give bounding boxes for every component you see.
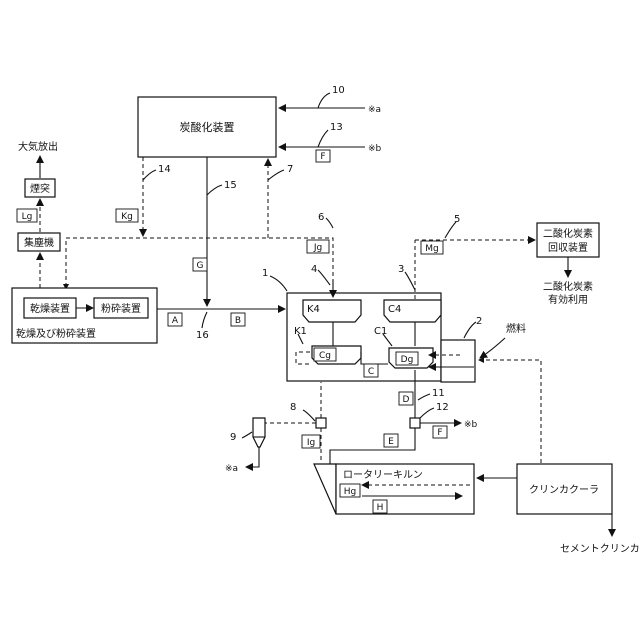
co2-use-label-2: 有効利用	[548, 293, 588, 306]
cyclone-9	[253, 418, 265, 447]
dust-collector-label: 集塵機	[24, 236, 54, 249]
dryer-label: 乾燥装置	[30, 302, 70, 315]
cyclone-K4-label: K4	[307, 304, 320, 315]
stream-A: A	[172, 316, 179, 326]
leader-12	[420, 408, 434, 418]
stream-Kg: Kg	[121, 212, 133, 222]
stream-Ig: Ig	[307, 438, 315, 448]
fuel-label: 燃料	[506, 322, 526, 335]
line-cyclone-9-out	[246, 447, 259, 467]
rotary-kiln-label: ロータリーキルン	[343, 469, 423, 481]
ref-8: 8	[290, 402, 296, 413]
clinker-cooler-label: クリンカクーラ	[529, 484, 599, 496]
leader-14	[143, 170, 156, 180]
mark-b-out: ※b	[464, 420, 478, 430]
leader-15	[207, 185, 222, 195]
ref-1: 1	[262, 268, 268, 279]
leader-13	[318, 130, 328, 147]
calciner-box	[441, 340, 475, 382]
stream-Cg: Cg	[319, 351, 331, 361]
leader-10	[318, 93, 330, 108]
atmosphere-label: 大気放出	[18, 140, 58, 153]
ref-14: 14	[158, 164, 171, 175]
leader-4	[318, 270, 330, 285]
mark-a-out: ※a	[225, 464, 238, 474]
ref-5: 5	[454, 214, 460, 225]
co2-recovery-label-1: 二酸化炭素	[543, 227, 593, 240]
ref-9: 9	[230, 432, 236, 443]
ref-15: 15	[224, 180, 237, 191]
leader-8	[303, 410, 315, 421]
chimney-label: 煙突	[30, 182, 50, 195]
leader-6	[326, 218, 333, 228]
stream-Hg: Hg	[344, 487, 356, 497]
leader-7	[268, 170, 284, 180]
ref-6: 6	[318, 212, 324, 223]
stream-Jg: Jg	[313, 243, 322, 253]
line-cooler-up	[477, 360, 541, 463]
mark-a-in: ※a	[368, 105, 381, 115]
mark-b-in: ※b	[368, 144, 382, 154]
crusher-label: 粉砕装置	[101, 302, 141, 315]
leader-1	[270, 276, 287, 291]
line-E	[330, 428, 415, 464]
co2-use-label-1: 二酸化炭素	[543, 280, 593, 293]
stream-C: C	[368, 367, 374, 377]
cyclone-C1-label: C1	[374, 326, 387, 337]
cement-clinker-label: セメントクリンカ	[560, 543, 640, 555]
stream-H: H	[377, 503, 384, 513]
leader-2	[464, 322, 476, 338]
ref-7: 7	[287, 164, 293, 175]
ref-11: 11	[432, 388, 445, 399]
ref-2: 2	[476, 316, 482, 327]
stream-F-low: F	[437, 428, 442, 438]
ref-16: 16	[196, 330, 209, 341]
ref-10: 10	[332, 85, 345, 96]
valve-8	[316, 418, 326, 428]
leader-3	[405, 272, 415, 290]
carbonation-unit-label: 炭酸化装置	[180, 120, 235, 134]
stream-Lg: Lg	[22, 212, 33, 222]
stream-Dg: Dg	[401, 355, 414, 365]
stream-B: B	[235, 316, 241, 326]
stream-G: G	[197, 261, 204, 271]
leader-11	[418, 394, 430, 400]
valve-12	[410, 418, 420, 428]
kiln-inlet-hood	[314, 464, 336, 514]
dryer-group-label: 乾燥及び粉砕装置	[16, 327, 96, 340]
co2-recovery-label-2: 回収装置	[548, 241, 588, 254]
ref-4: 4	[311, 264, 317, 275]
cyclone-C4-label: C4	[388, 304, 401, 315]
stream-D: D	[403, 395, 410, 405]
leader-9	[242, 432, 252, 438]
line-fuel	[480, 338, 505, 358]
ref-12: 12	[436, 402, 449, 413]
cyclone-K1-label: K1	[294, 326, 307, 337]
stream-F-top: F	[320, 152, 325, 162]
ref-13: 13	[330, 122, 343, 133]
ref-3: 3	[398, 264, 404, 275]
leader-16	[202, 312, 207, 328]
stream-Mg: Mg	[425, 244, 438, 254]
stream-E: E	[388, 437, 394, 447]
